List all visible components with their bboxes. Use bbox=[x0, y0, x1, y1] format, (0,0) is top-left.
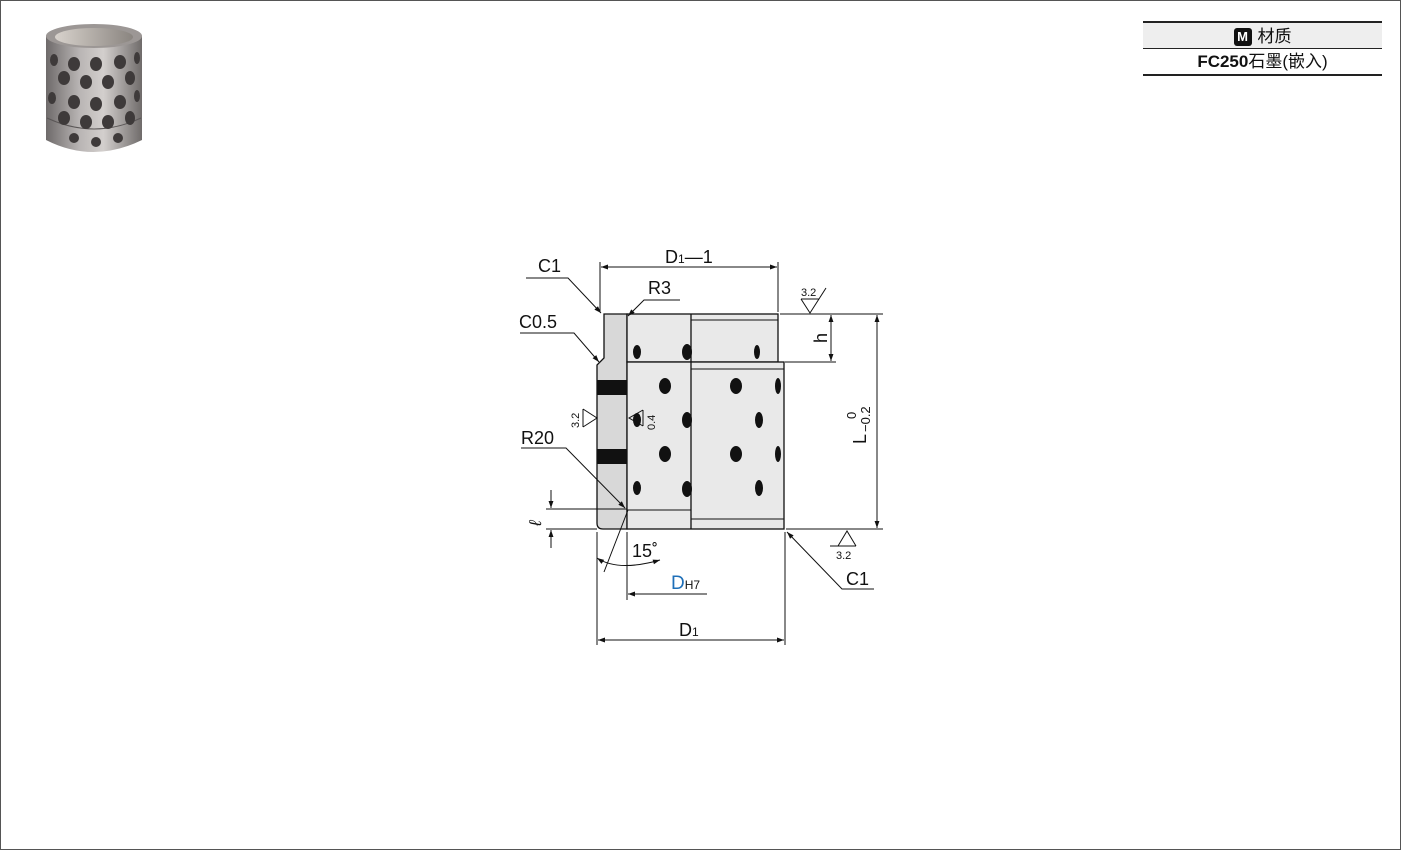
roughness-symbol-top bbox=[800, 287, 827, 314]
material-description: 石墨(嵌入) bbox=[1248, 52, 1328, 71]
graphite-insert-section-upper bbox=[597, 380, 627, 395]
label-l-upper-tol: 0 bbox=[844, 412, 859, 419]
roughness-symbol-left bbox=[582, 408, 598, 428]
label-h: h bbox=[811, 333, 831, 343]
label-rough-left: 3.2 bbox=[570, 413, 582, 428]
label-rough-inner: 0.4 bbox=[646, 415, 658, 430]
material-header-label: 材质 bbox=[1257, 27, 1292, 47]
material-grade: FC250 bbox=[1197, 52, 1249, 71]
bushing-body bbox=[626, 361, 785, 530]
label-ell: ℓ bbox=[526, 520, 545, 527]
material-table-header: M 材质 bbox=[1143, 23, 1382, 49]
label-l-lower-tol: −0.2 bbox=[858, 406, 873, 432]
graphite-plugs bbox=[633, 344, 781, 497]
material-value-row: FC250石墨(嵌入) bbox=[1143, 49, 1382, 74]
label-c1-bottom: C1 bbox=[846, 569, 869, 589]
material-table: M 材质 FC250石墨(嵌入) bbox=[1143, 21, 1382, 76]
label-rough-bottom: 3.2 bbox=[836, 550, 851, 562]
label-angle: 15˚ bbox=[632, 541, 658, 561]
label-l: L bbox=[850, 434, 870, 444]
label-r3: R3 bbox=[648, 278, 671, 298]
label-c05: C0.5 bbox=[519, 312, 557, 332]
flange-section bbox=[596, 313, 628, 530]
label-c1-top: C1 bbox=[538, 256, 561, 276]
label-d1: D1 bbox=[679, 620, 699, 640]
material-badge: M bbox=[1233, 27, 1252, 46]
bushing-photo bbox=[46, 24, 142, 152]
roughness-symbol-bottom bbox=[830, 530, 857, 547]
label-rough-top: 3.2 bbox=[801, 287, 816, 299]
roughness-symbol-inner bbox=[627, 409, 644, 427]
graphite-insert-section-lower bbox=[597, 449, 627, 464]
label-d1-minus-1: D1—1 bbox=[665, 247, 713, 267]
label-r20: R20 bbox=[521, 428, 554, 448]
label-dh7: DH7 bbox=[671, 573, 700, 594]
